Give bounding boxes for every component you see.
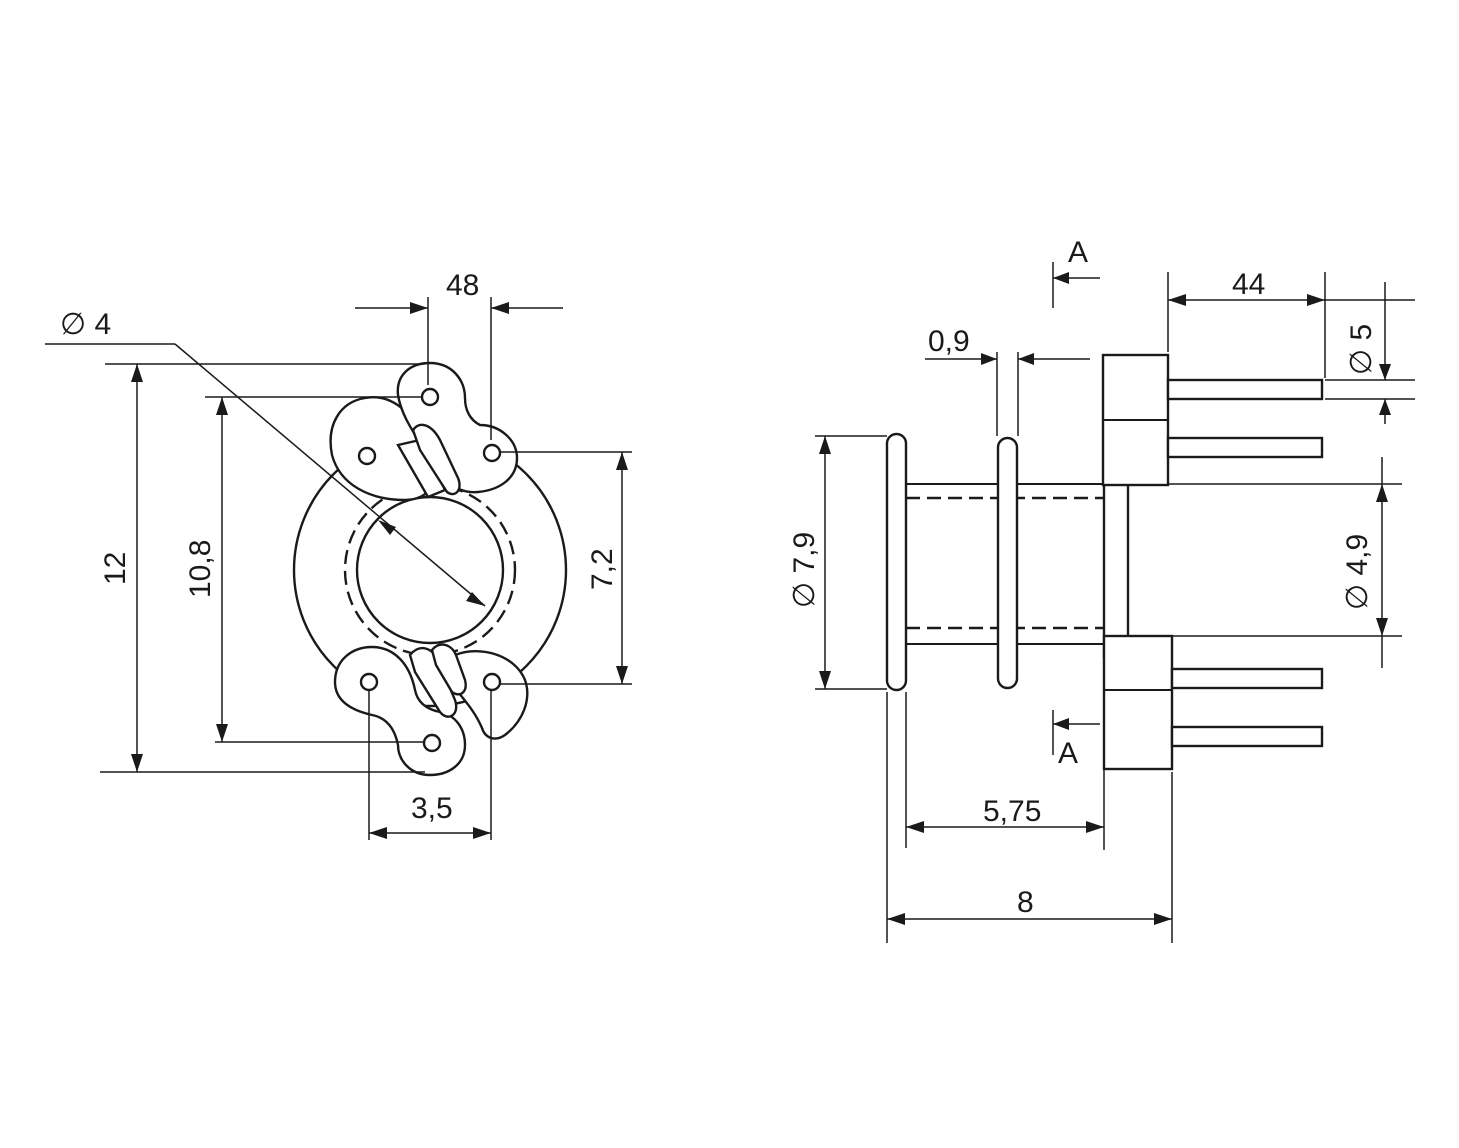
dim-overall-length: 8 [886,692,1173,943]
dim-label-12: 12 [99,552,132,585]
dim-label-0-9: 0,9 [928,325,970,358]
dim-overall-height: 12 [99,363,425,773]
dim-label-44: 44 [1232,268,1265,301]
dim-label-5-75: 5,75 [983,795,1041,828]
link-bottom-2 [430,643,467,696]
dim-pin-spacing-horizontal: 3,5 [368,690,492,840]
front-view: 48 ∅ 4 12 10,8 [45,269,632,840]
dim-label-pin-diameter: ∅ 5 [1345,324,1378,375]
pin-top-2 [1166,436,1324,459]
dim-label-core-diameter: ∅ 4,9 [1341,534,1374,610]
pin-bottom-2 [1170,725,1324,748]
dim-label-48: 48 [446,269,479,302]
section-marker-top: A [1052,236,1100,308]
pin-hole-bottom-right [482,672,502,692]
pin-hole-top-right [482,443,502,463]
dim-bore-diameter: ∅ 4 [45,308,486,607]
dim-label-bore: ∅ 4 [60,308,111,341]
rear-plate [1102,461,1130,659]
pin-block-bottom [1102,634,1174,771]
dim-label-3-5: 3,5 [411,792,453,825]
dim-flange-thickness: 0,9 [925,325,1090,436]
dim-body-length: 5,75 [905,692,1105,850]
dim-pin-length: 44 [1167,268,1326,378]
link-bottom-1 [408,646,458,718]
pin-hole-bottom-left [359,672,379,692]
dim-core-diameter: ∅ 4,9 [1168,457,1402,668]
dim-pitch-top: 48 [355,269,563,440]
dim-pin-spacing-vertical: 7,2 [500,451,632,685]
dim-label-10-8: 10,8 [184,540,217,598]
dim-flange-diameter: ∅ 7,9 [788,435,887,690]
pin-hole-top-left [357,446,377,466]
pin-top-1 [1166,378,1324,401]
section-label-bottom: A [1058,737,1078,770]
dim-label-8: 8 [1017,886,1034,919]
dim-pin-diameter: ∅ 5 [1325,282,1415,424]
pin-hole-bottom-center [422,733,442,753]
section-marker-bottom: A [1052,710,1100,770]
side-view: A A 44 ∅ 5 [788,236,1415,943]
section-label-top: A [1068,236,1088,269]
pin-bottom-1 [1170,667,1324,690]
bore-circle [355,495,505,645]
pin-hole-top-center [420,387,440,407]
link-top-2 [411,423,461,496]
dim-pin-row-height: 10,8 [184,396,425,743]
flange-left [885,432,908,692]
dim-label-flange-diameter: ∅ 7,9 [788,532,821,608]
flange-middle [996,436,1019,690]
dim-label-7-2: 7,2 [586,548,619,590]
